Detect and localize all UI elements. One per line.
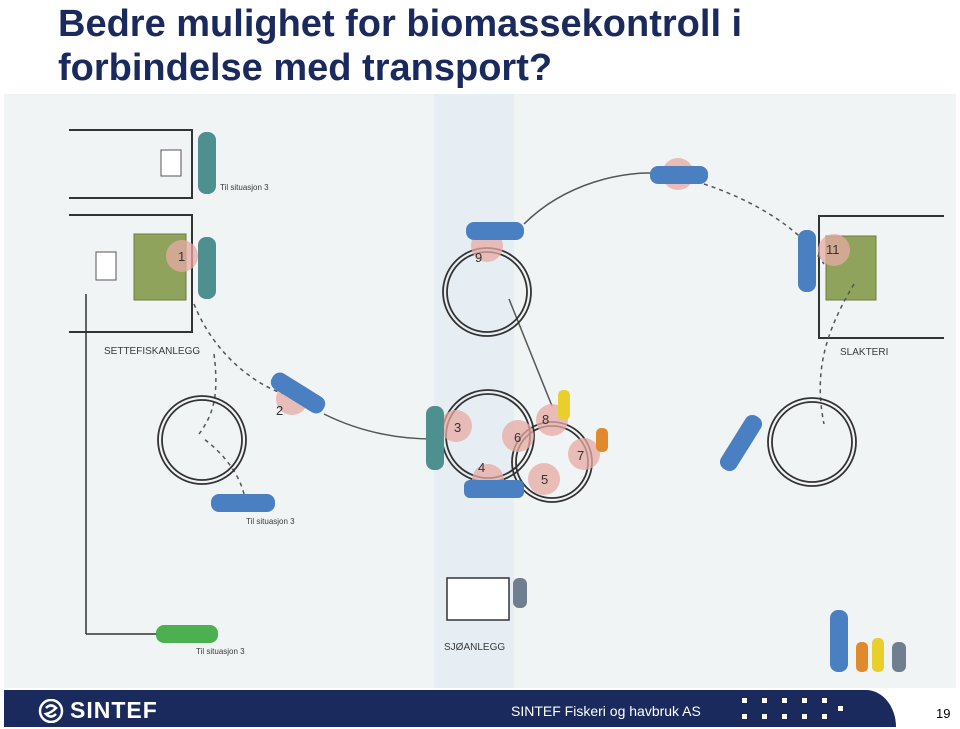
step-label: 8 — [542, 412, 549, 427]
sintef-logo-icon — [38, 698, 64, 723]
step-label: 11 — [826, 242, 840, 257]
decorative-dots — [742, 696, 852, 722]
slakteri-facility — [818, 215, 944, 339]
step-label: 1 — [178, 249, 185, 264]
slide-title: Bedre mulighet for biomassekontroll i fo… — [58, 3, 743, 89]
label-til-situasjon-bottom: Til situasjon 3 — [196, 647, 245, 656]
step-label: 4 — [478, 460, 485, 475]
step-label: 2 — [276, 403, 283, 418]
diagram-svg: SETTEFISKANLEGG Til situasjon 3 SLAKTERI… — [69, 94, 944, 688]
settefiskanlegg-facility — [69, 129, 193, 635]
company-name: SINTEF Fiskeri og havbruk AS — [511, 703, 701, 719]
slakteri-tank — [825, 235, 877, 301]
truck-icon-2 — [95, 251, 117, 281]
boats — [156, 132, 906, 672]
step-label: 3 — [454, 420, 461, 435]
transport-diagram: SETTEFISKANLEGG Til situasjon 3 SLAKTERI… — [4, 94, 956, 688]
label-slakteri: SLAKTERI — [840, 347, 888, 358]
truck-icon — [160, 149, 182, 177]
label-til-situasjon-top: Til situasjon 3 — [220, 183, 269, 192]
step-label: 6 — [514, 430, 521, 445]
page-number: 19 — [936, 706, 951, 721]
label-settefiskanlegg: SETTEFISKANLEGG — [104, 346, 200, 357]
step-label: 7 — [577, 448, 584, 463]
footer-bar — [4, 690, 896, 727]
route-solid — [323, 172, 665, 440]
footer: SINTEF SINTEF Fiskeri og havbruk AS 19 — [0, 688, 960, 729]
label-til-situasjon-mid: Til situasjon 3 — [246, 517, 295, 526]
label-sjoanlegg: SJØANLEGG — [444, 642, 505, 653]
step-label: 9 — [475, 250, 482, 265]
sjoanlegg-box — [446, 577, 510, 621]
step-label: 5 — [541, 472, 548, 487]
logo-text: SINTEF — [70, 697, 158, 723]
route-dashed — [193, 183, 855, 495]
sintef-logo: SINTEF — [38, 697, 158, 724]
